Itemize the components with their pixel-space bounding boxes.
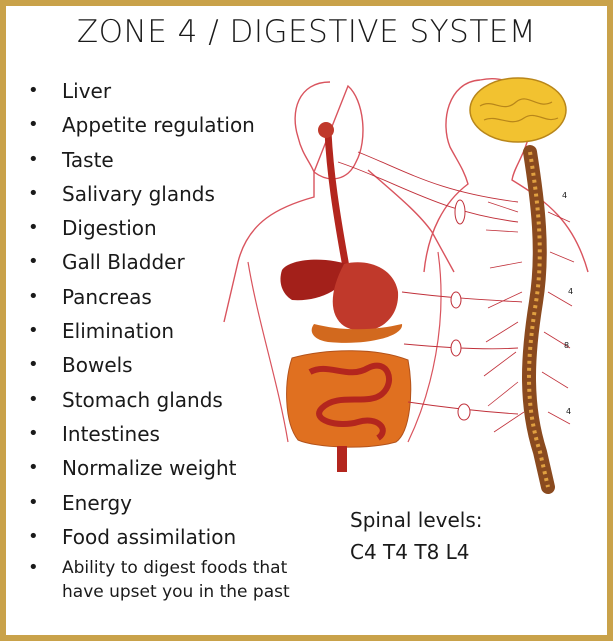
organ-nerve-connections xyxy=(337,151,523,415)
bullet-icon: • xyxy=(28,354,39,376)
stomach xyxy=(332,262,399,332)
list-item: •Salivary glands xyxy=(24,179,322,213)
liver xyxy=(280,259,352,301)
spinal-levels-values: C4 T4 T8 L4 xyxy=(350,540,470,564)
front-torso-outline xyxy=(247,251,442,443)
spinal-level-label: 8 xyxy=(564,341,569,350)
list-item: •Gall Bladder xyxy=(24,247,322,281)
bullet-icon: • xyxy=(28,217,39,239)
list-item: •Elimination xyxy=(24,316,322,350)
ganglion-nodes xyxy=(450,199,471,421)
brain-folds xyxy=(479,98,559,123)
spinal-levels-block: Spinal levels: C4 T4 T8 L4 xyxy=(350,504,483,568)
spinal-level-label: 4 xyxy=(562,191,567,200)
list-item: •Stomach glands xyxy=(24,385,322,419)
bullet-icon: • xyxy=(28,114,39,136)
list-item: •Food assimilation xyxy=(24,522,322,556)
bullet-icon: • xyxy=(28,148,39,170)
bullet-icon: • xyxy=(28,557,39,579)
bullet-icon: • xyxy=(28,525,39,547)
bullet-icon: • xyxy=(28,320,39,342)
digestive-nervous-system-illustration: 4 4 8 4 xyxy=(223,77,589,494)
list-item: •Normalize weight xyxy=(24,453,322,487)
bullet-icon: • xyxy=(28,422,39,444)
list-item: •Bowels xyxy=(24,350,322,384)
list-item: •Digestion xyxy=(24,213,322,247)
list-item: •Liver xyxy=(24,76,322,110)
bullet-icon: • xyxy=(28,388,39,410)
list-item: •Appetite regulation xyxy=(24,110,322,144)
list-item: •Taste xyxy=(24,145,322,179)
esophagus xyxy=(324,131,350,268)
salivary-gland xyxy=(318,122,334,138)
list-item: •Ability to digest foods that have upset… xyxy=(28,557,290,603)
spinal-level-label: 4 xyxy=(566,407,571,416)
spinal-column xyxy=(522,145,555,494)
bullet-icon: • xyxy=(28,457,39,479)
small-intestine xyxy=(308,362,393,441)
brain-shape xyxy=(469,77,567,143)
bullet-icon: • xyxy=(28,491,39,513)
spinal-level-label: 4 xyxy=(568,287,573,296)
page-title: ZONE 4 / DIGESTIVE SYSTEM xyxy=(76,14,537,50)
pancreas xyxy=(311,324,403,343)
list-item: •Intestines xyxy=(24,419,322,453)
bullet-icon: • xyxy=(28,80,39,101)
function-list: •Liver •Appetite regulation •Taste •Sali… xyxy=(24,76,322,616)
spinal-levels-label: Spinal levels: xyxy=(350,508,483,532)
list-item: •Energy xyxy=(24,488,322,522)
list-item: •Pancreas xyxy=(24,282,322,316)
bullet-icon: • xyxy=(28,182,39,204)
bullet-icon: • xyxy=(28,251,39,273)
bullet-icon: • xyxy=(28,285,39,307)
spinal-nerve-fibers xyxy=(483,201,575,433)
